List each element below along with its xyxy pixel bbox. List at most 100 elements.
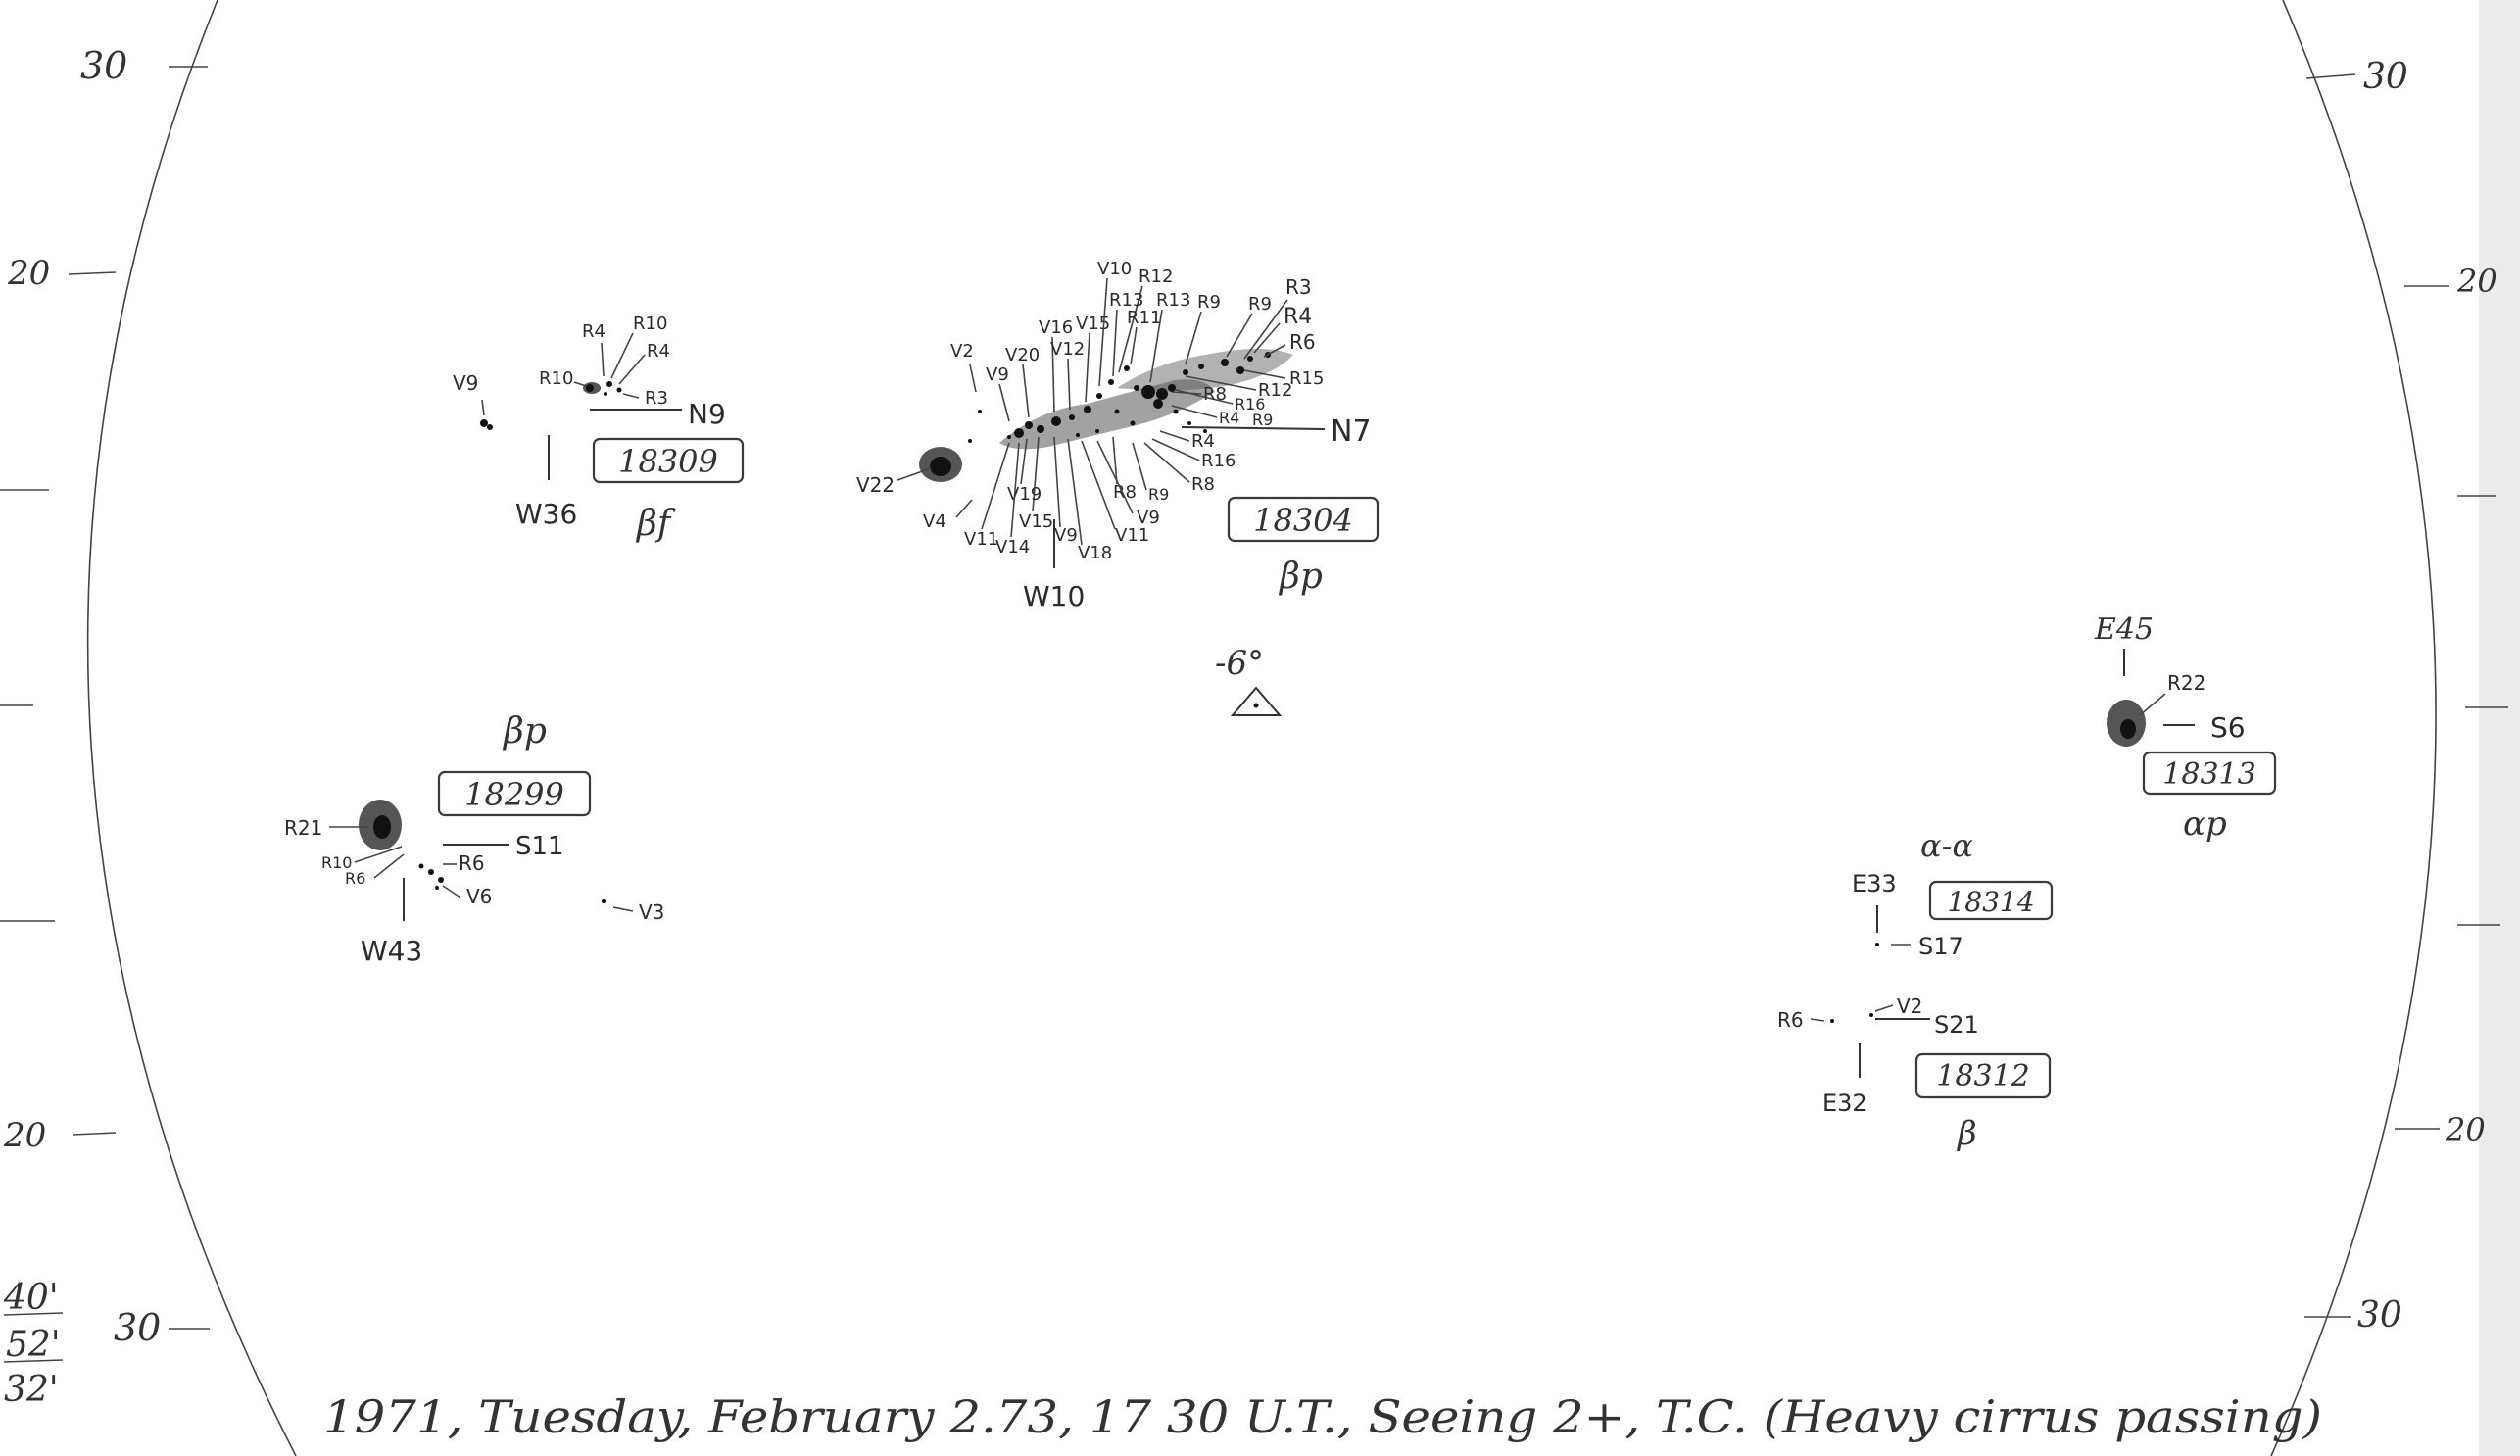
svg-text:V2: V2	[950, 341, 974, 362]
group-position: E32	[1822, 1090, 1867, 1117]
region-number: 18299	[464, 776, 564, 813]
svg-text:R15: R15	[1289, 368, 1324, 389]
svg-text:R4: R4	[1219, 409, 1239, 427]
left-limb-arc	[86, 0, 297, 1456]
svg-text:V9: V9	[453, 371, 478, 395]
group-position: W43	[361, 935, 422, 967]
group-class: βf	[635, 504, 676, 544]
svg-text:R10: R10	[539, 368, 573, 389]
region-number-box	[1928, 880, 2054, 921]
group-position: E33	[1852, 870, 1897, 898]
svg-text:V12: V12	[1050, 339, 1085, 360]
svg-text:R6: R6	[1777, 1008, 1804, 1032]
svg-text:R9: R9	[1148, 485, 1169, 504]
svg-text:V9: V9	[1137, 508, 1160, 528]
svg-text:R8: R8	[1191, 474, 1215, 495]
region-number: 18313	[2162, 757, 2255, 792]
svg-text:R22: R22	[2167, 671, 2205, 695]
svg-text:R16: R16	[1201, 451, 1236, 471]
svg-text:V15: V15	[1019, 511, 1053, 532]
region-number-box	[2142, 751, 2277, 796]
footer-caption: 1971, Tuesday, February 2.73, 17 30 U.T.…	[323, 1390, 2322, 1443]
region-number: 18304	[1253, 502, 1353, 539]
svg-text:40': 40'	[3, 1278, 59, 1318]
svg-text:R4: R4	[582, 321, 606, 342]
group-18299: βp 18299 R21 R10 R6 R6 S11 V6 W43 V3	[284, 711, 664, 967]
right-scale-label: 30	[2357, 1295, 2402, 1335]
svg-text:R11: R11	[1127, 308, 1161, 328]
group-latitude: N7	[1331, 414, 1372, 449]
svg-text:V9: V9	[986, 364, 1009, 385]
svg-text:V16: V16	[1039, 317, 1073, 338]
svg-text:V6: V6	[466, 885, 492, 908]
group-class: β	[1956, 1114, 1977, 1153]
group-18313: E45 R22 S6 18313 αp	[2094, 612, 2277, 844]
left-scale-label: 30	[80, 44, 127, 87]
svg-text:V15: V15	[1076, 314, 1110, 334]
svg-text:R10: R10	[321, 853, 352, 872]
group-latitude: S11	[515, 832, 564, 861]
svg-text:R16: R16	[1235, 395, 1265, 413]
group-18314: α-α E33 18314 S17	[1852, 827, 2054, 960]
svg-text:V14: V14	[995, 537, 1030, 558]
group-position: W36	[515, 498, 577, 530]
region-number-box	[1914, 1052, 2052, 1099]
svg-text:V20: V20	[1005, 345, 1040, 365]
left-scale-label: 30	[114, 1306, 161, 1349]
group-class: α-α	[1920, 827, 1973, 864]
group-class: βp	[502, 711, 547, 752]
svg-text:R6: R6	[345, 869, 365, 888]
svg-text:V22: V22	[856, 473, 895, 497]
svg-text:R4: R4	[1284, 305, 1312, 329]
orientation-mark: -6°	[1215, 644, 1283, 716]
group-latitude: S6	[2210, 711, 2246, 744]
right-scale-label: 20	[2445, 1111, 2486, 1148]
svg-text:32': 32'	[4, 1370, 59, 1410]
svg-text:R8: R8	[1113, 482, 1137, 503]
svg-text:R13: R13	[1109, 290, 1143, 311]
svg-text:R8: R8	[1203, 384, 1227, 405]
svg-text:V4: V4	[923, 511, 946, 532]
svg-text:V19: V19	[1007, 484, 1042, 505]
region-number: 18314	[1947, 886, 2034, 918]
group-position: E45	[2094, 612, 2154, 647]
svg-text:R13: R13	[1156, 290, 1190, 311]
svg-text:52': 52'	[6, 1325, 61, 1365]
svg-text:R3: R3	[1285, 275, 1312, 299]
right-scale-label: 30	[2363, 57, 2408, 97]
left-scale-label: 20	[3, 1116, 46, 1155]
svg-text:R12: R12	[1139, 267, 1173, 287]
region-number-box	[437, 770, 592, 817]
svg-text:V11: V11	[964, 529, 998, 550]
svg-text:R9: R9	[1197, 292, 1221, 313]
svg-text:R4: R4	[647, 341, 670, 362]
group-latitude: S17	[1918, 933, 1963, 960]
svg-text:V18: V18	[1078, 543, 1112, 563]
svg-text:R9: R9	[1248, 294, 1272, 315]
region-number: 18309	[618, 443, 718, 480]
svg-text:R9: R9	[1252, 411, 1273, 429]
left-scale-label: 20	[7, 254, 50, 293]
right-limb-arc	[2270, 0, 2437, 1456]
svg-text:R12: R12	[1258, 380, 1292, 401]
svg-text:V10: V10	[1097, 259, 1132, 279]
svg-text:R10: R10	[633, 314, 667, 334]
svg-text:-6°: -6°	[1215, 644, 1264, 683]
svg-text:R21: R21	[284, 816, 322, 840]
svg-text:R6: R6	[1289, 330, 1316, 354]
svg-text:V11: V11	[1115, 525, 1149, 546]
region-number-box	[1227, 496, 1380, 543]
right-scale: 30 20 20 30	[2304, 57, 2508, 1335]
margin-notes: 40' 52' 32'	[3, 1278, 64, 1410]
group-18304: V22 V2	[856, 259, 1380, 612]
left-scale: 30 20 20 30	[0, 44, 210, 1349]
group-18312: R6 V2 S21 E32 18312 β	[1777, 995, 2052, 1153]
region-number: 18312	[1936, 1059, 2029, 1093]
region-number-box	[592, 437, 745, 484]
svg-text:V9: V9	[1054, 525, 1078, 546]
svg-text:V3: V3	[639, 900, 664, 924]
group-class: βp	[1278, 557, 1323, 597]
svg-text:R4: R4	[1191, 431, 1215, 452]
svg-text:R6: R6	[459, 851, 485, 875]
